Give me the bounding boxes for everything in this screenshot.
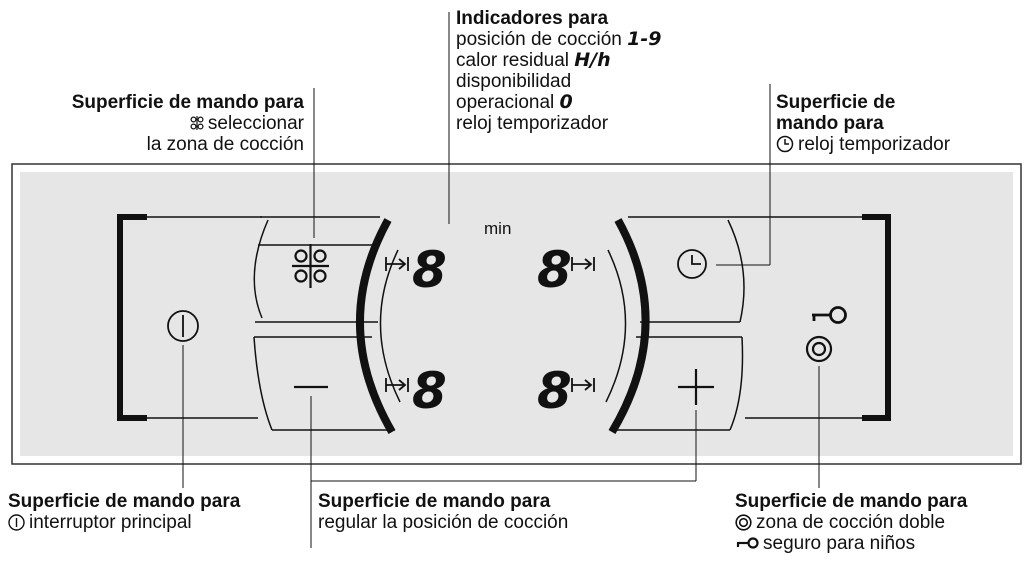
- zone-select-line2: la zona de cocción: [146, 134, 304, 155]
- indicators-title: Indicadores para: [456, 8, 609, 29]
- zone-select-button-curve: [253, 219, 269, 319]
- main-switch-line1-text: interruptor principal: [29, 512, 192, 533]
- digit-display-top-right: 8: [537, 241, 572, 299]
- right-display-inner-arc: [605, 249, 627, 403]
- indicators-line3: disponibilidad: [456, 71, 572, 92]
- indicators-line4: operacional 0: [456, 91, 661, 114]
- regulate-label: Superficie de mando para regular la posi…: [318, 491, 568, 533]
- power-icon: [8, 514, 25, 531]
- digit-display-bottom-right: 8: [537, 362, 572, 420]
- indicators-line2-text: calor residual: [456, 50, 569, 71]
- double-zone-line1: zona de cocción doble: [735, 512, 967, 533]
- timer-title2: mando para: [776, 113, 884, 134]
- arrow-to-bar-icon: [385, 257, 409, 271]
- double-zone-label: Superficie de mando para zona de cocción…: [735, 491, 967, 554]
- panel-zone-select-icon[interactable]: [292, 244, 329, 288]
- zone-select-icon: [190, 116, 204, 130]
- zone-select-line1-text: seleccionar: [207, 113, 304, 134]
- regulate-title: Superficie de mando para: [318, 491, 551, 512]
- main-switch-label: Superficie de mando para interruptor pri…: [8, 491, 240, 533]
- double-zone-line1-text: zona de cocción doble: [756, 512, 946, 533]
- left-display-bracket: [356, 218, 396, 435]
- panel-frame: [11, 163, 1022, 465]
- indicators-line5: reloj temporizador: [456, 113, 609, 134]
- main-switch-title: Superficie de mando para: [8, 491, 241, 512]
- timer-line1: reloj temporizador: [776, 134, 950, 155]
- clock-button-curve: [727, 219, 745, 323]
- indicators-line2-symbol: H/h: [574, 49, 611, 71]
- double-zone-line2-text: seguro para niños: [763, 533, 916, 554]
- right-display-bracket: [608, 218, 650, 435]
- arrow-to-bar-icon: [571, 378, 595, 392]
- panel-key-icon[interactable]: [812, 306, 847, 324]
- panel-power-icon[interactable]: [167, 310, 199, 342]
- arrow-to-bar-icon: [571, 257, 595, 271]
- timer-line1-text: reloj temporizador: [798, 134, 951, 155]
- digit-display-bottom-left: 8: [412, 362, 447, 420]
- right-section-bracket: [862, 214, 891, 421]
- indicators-line2: calor residual H/h: [456, 49, 661, 72]
- indicators-label: Indicadores para posición de cocción 1-9…: [456, 8, 661, 134]
- clock-icon: [776, 135, 794, 153]
- panel-plus-icon[interactable]: [678, 369, 714, 405]
- timer-label: Superficie de mando para reloj temporiza…: [776, 92, 950, 155]
- zone-select-label: Superficie de mando para seleccionar la …: [72, 92, 304, 155]
- indicators-line1-symbol: 1-9: [627, 28, 662, 50]
- indicators-line4-text: operacional: [456, 92, 555, 113]
- timer-min-label: min: [484, 219, 511, 238]
- arrow-to-bar-icon: [385, 378, 409, 392]
- timer-title1: Superficie de: [776, 92, 896, 113]
- minus-button-curve: [253, 336, 273, 431]
- regulate-line1: regular la posición de cocción: [318, 512, 569, 533]
- indicators-line1: posición de cocción 1-9: [456, 28, 662, 51]
- main-switch-line1: interruptor principal: [8, 512, 240, 533]
- key-icon: [736, 537, 759, 549]
- indicators-line4-symbol: 0: [559, 91, 573, 113]
- plus-button-curve: [729, 336, 744, 431]
- left-display-inner-arc: [379, 249, 401, 403]
- double-zone-line2: seguro para niños: [735, 533, 967, 554]
- indicators-line1-text: posición de cocción: [456, 29, 622, 50]
- main-switch-bracket: [117, 214, 147, 421]
- panel-double-ring-icon[interactable]: [805, 335, 833, 363]
- double-ring-icon: [735, 514, 752, 531]
- zone-select-line1: seleccionar: [72, 113, 304, 134]
- panel-surface: [20, 172, 1013, 456]
- panel-clock-icon[interactable]: [677, 249, 707, 279]
- double-zone-title: Superficie de mando para: [735, 491, 968, 512]
- zone-select-title: Superficie de mando para: [71, 92, 304, 113]
- digit-display-top-left: 8: [412, 241, 447, 299]
